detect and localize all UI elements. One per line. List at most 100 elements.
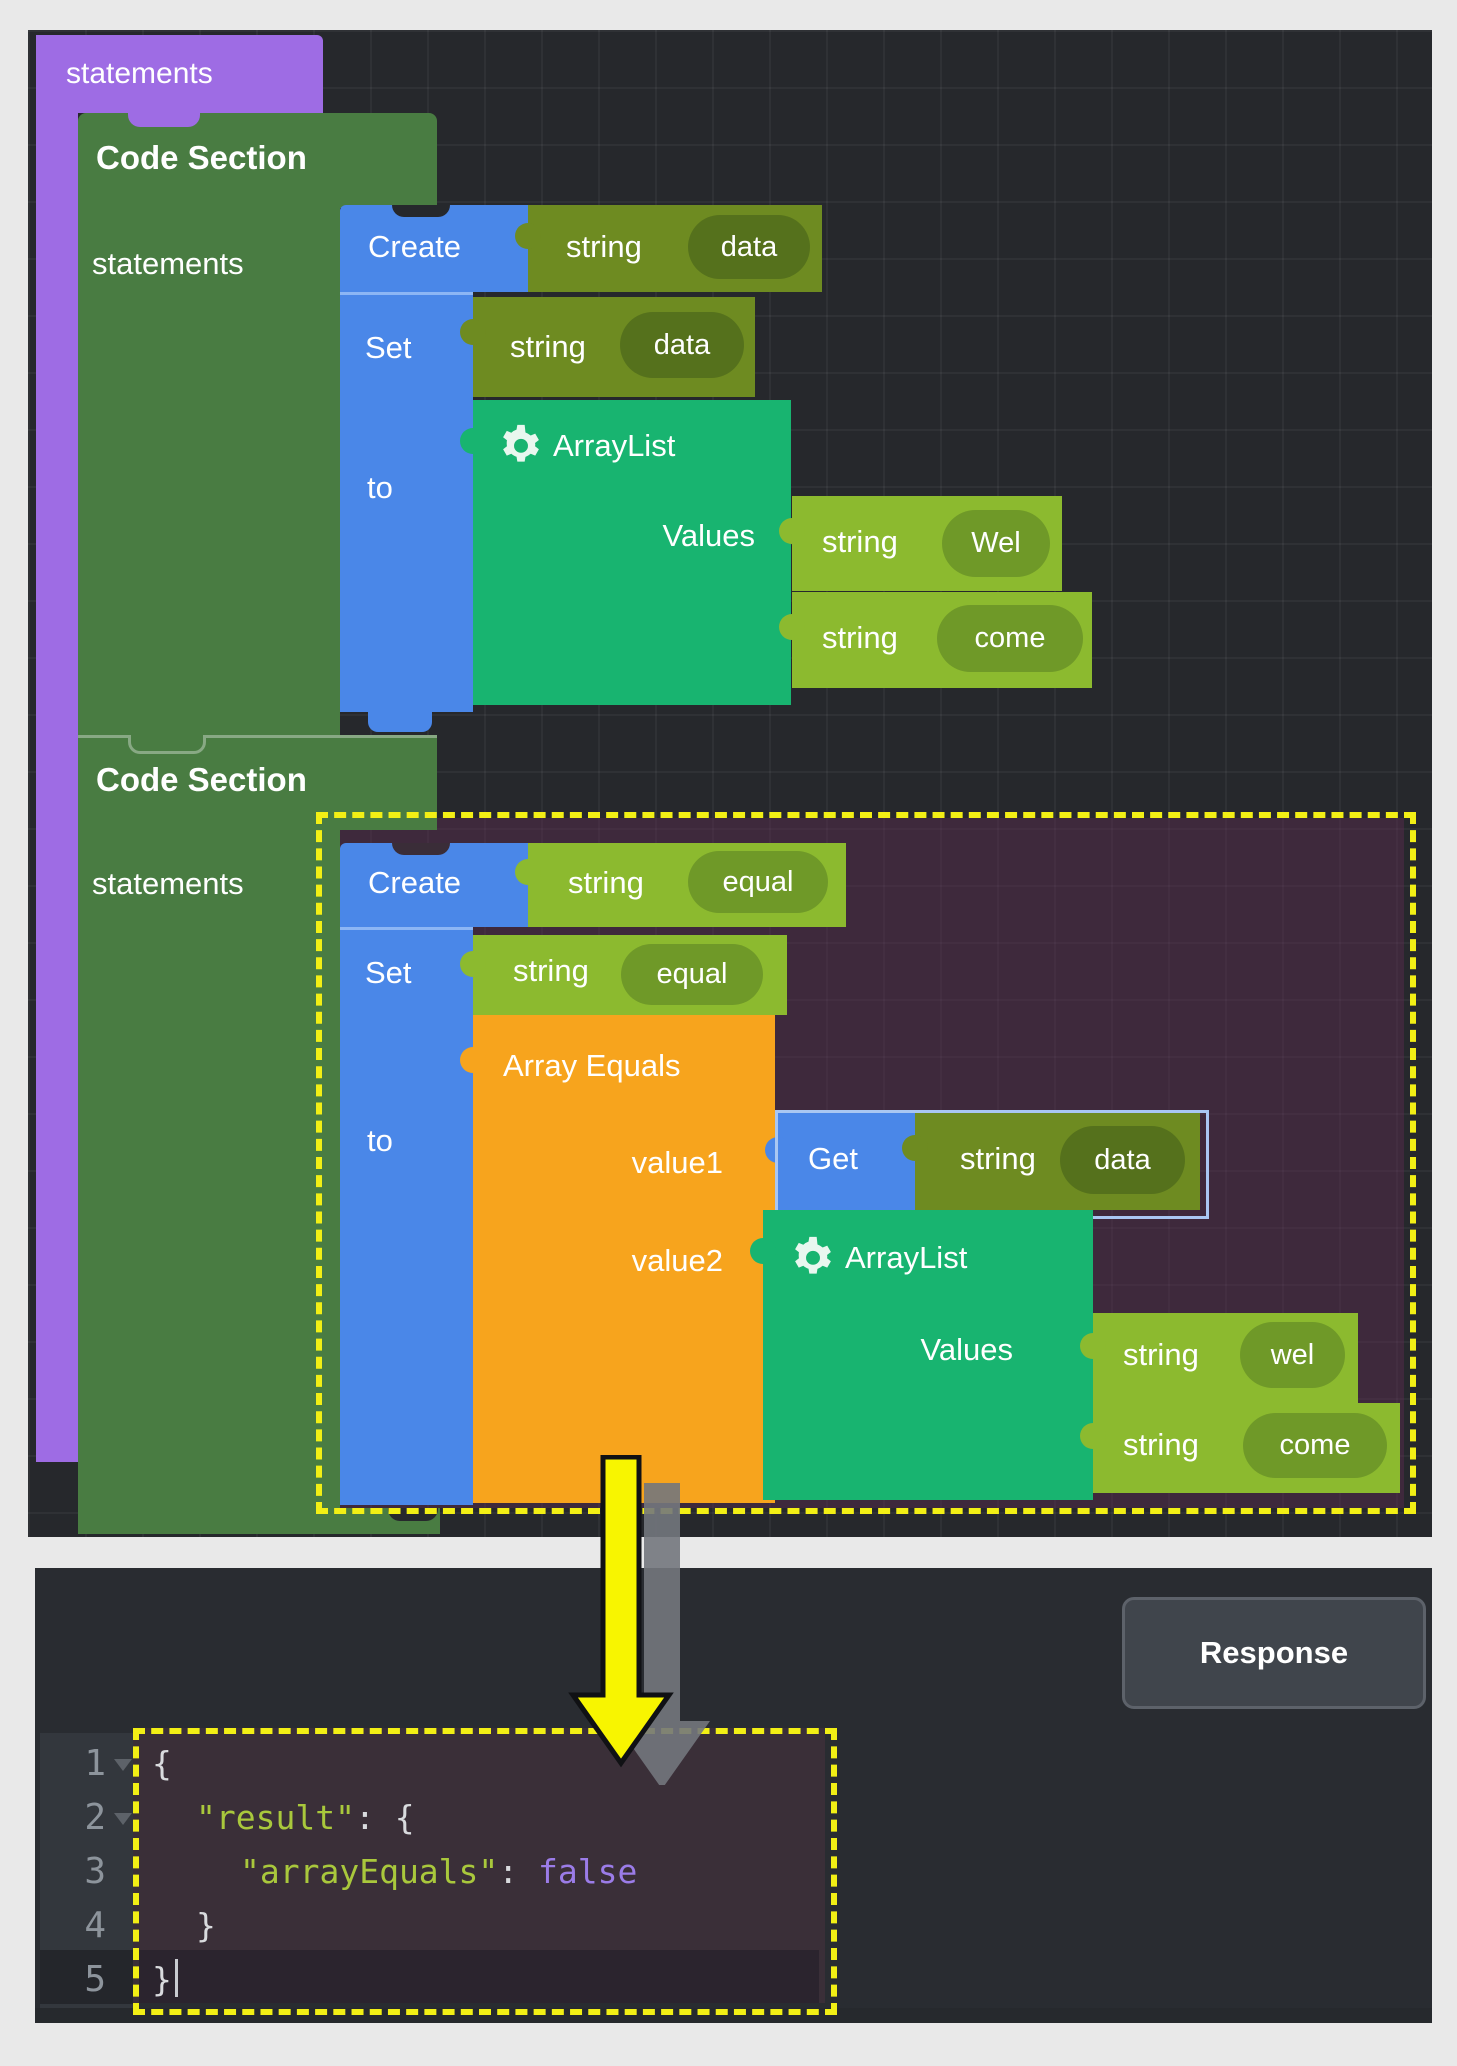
code-line-2[interactable]: 2"result": {	[0, 1791, 1457, 1845]
active-line-gutter-band	[40, 1950, 134, 2004]
code-section-1-statements-label: statements	[92, 246, 244, 281]
s2-item-1-knob	[1080, 1333, 1106, 1359]
s1-set-bottom-tab	[368, 712, 432, 732]
fold-caret-icon[interactable]	[114, 1813, 132, 1825]
s2-create-name-value: equal	[722, 865, 794, 898]
s2-get-name-field[interactable]: data	[1060, 1126, 1185, 1194]
code-section-2-header[interactable]: Code Section	[78, 735, 437, 830]
s1-create-label: Create	[368, 229, 462, 264]
s2-values-label: Values	[920, 1332, 1014, 1367]
annotation-arrow-down	[568, 1455, 710, 1785]
s2-array-equals-knob	[460, 1047, 486, 1073]
s1-set-label: Set	[365, 330, 412, 365]
response-tab-label: Response	[1199, 1635, 1349, 1670]
code-line-1[interactable]: 1{	[0, 1737, 1457, 1791]
code-section-2-bottom-notch	[388, 1508, 438, 1521]
s2-set-block[interactable]: Set to	[340, 927, 473, 1505]
statements-wrapper-label: statements	[66, 57, 213, 90]
s1-item-2-block[interactable]: string come	[779, 592, 1092, 688]
s2-create-notch	[392, 843, 450, 855]
s1-item-2-knob	[779, 614, 805, 640]
s1-item-1-type: string	[822, 524, 898, 559]
code-section-1-body[interactable]: statements	[78, 208, 340, 735]
s2-get-name-value: data	[1094, 1143, 1151, 1176]
editor-bottom-strip	[35, 2008, 1432, 2023]
s2-set-name-value: equal	[656, 958, 728, 990]
code-section-2-top-notch	[128, 735, 206, 754]
s2-set-name-field[interactable]: equal	[621, 944, 763, 1005]
s1-create-name-field[interactable]: data	[688, 215, 810, 279]
s2-get-label: Get	[808, 1141, 858, 1176]
line-number: 1	[84, 1743, 106, 1784]
s1-create-string-type: string	[566, 229, 642, 264]
active-line-band	[139, 1950, 819, 2003]
line-number: 4	[84, 1905, 106, 1946]
s1-values-label: Values	[662, 518, 756, 553]
s2-arraylist-gear-icon[interactable]	[791, 1236, 835, 1280]
s1-set-string-knob	[460, 319, 486, 345]
text-cursor	[174, 1959, 178, 1997]
code-line-5[interactable]: 5}	[0, 1953, 1457, 2007]
s2-array-equals-block[interactable]: Array Equals value1 value2	[460, 1015, 775, 1503]
s2-set-string-knob	[460, 951, 486, 977]
s2-create-label: Create	[368, 865, 462, 900]
s1-item-2-value: come	[974, 622, 1046, 654]
s1-set-name-field[interactable]: data	[620, 312, 744, 378]
response-tab-button[interactable]: Response	[1122, 1597, 1426, 1709]
s2-get-knob	[765, 1137, 791, 1163]
s2-arraylist-label: ArrayList	[845, 1240, 968, 1275]
code-line-4[interactable]: 4}	[0, 1899, 1457, 1953]
s1-arraylist-block[interactable]: ArrayList Values	[460, 400, 791, 705]
s1-arraylist-gear-icon[interactable]	[499, 424, 543, 468]
s2-set-string-type: string	[513, 953, 589, 988]
s1-create-string-knob	[515, 223, 541, 249]
s2-item-2-field[interactable]: come	[1243, 1413, 1387, 1478]
s2-arraylist-knob	[750, 1238, 776, 1264]
s2-item-1-block[interactable]: string wel	[1080, 1313, 1358, 1403]
statements-wrapper-spine[interactable]	[36, 35, 78, 1462]
code-section-1-top-notch	[128, 113, 200, 127]
s2-item-2-type: string	[1123, 1427, 1199, 1462]
s2-item-1-type: string	[1123, 1337, 1199, 1372]
code-section-1-title: Code Section	[96, 139, 307, 176]
s2-item-2-knob	[1080, 1423, 1106, 1449]
code-section-2-body[interactable]: statements	[78, 830, 340, 1510]
s2-value2-label: value2	[631, 1243, 723, 1278]
s1-create-string-block[interactable]: string data	[515, 205, 822, 292]
fold-caret-icon[interactable]	[114, 1759, 132, 1771]
s2-item-1-field[interactable]: wel	[1240, 1322, 1345, 1388]
s1-item-1-block[interactable]: string Wel	[779, 496, 1062, 591]
code-line-3[interactable]: 3"arrayEquals": false	[0, 1845, 1457, 1899]
s1-item-1-value: Wel	[971, 527, 1021, 559]
s2-create-string-type: string	[568, 865, 644, 900]
s2-get-block[interactable]: Get	[765, 1113, 915, 1210]
line-number: 2	[84, 1797, 106, 1838]
s2-create-block[interactable]: Create	[340, 843, 530, 927]
s1-set-string-block[interactable]: string data	[460, 297, 755, 397]
s1-create-block[interactable]: Create	[340, 205, 530, 292]
s1-item-1-knob	[779, 518, 805, 544]
s2-get-string-block[interactable]: string data	[902, 1113, 1200, 1210]
s2-item-2-block[interactable]: string come	[1080, 1403, 1400, 1493]
s2-arraylist-block[interactable]: ArrayList Values	[750, 1210, 1093, 1500]
line-number: 5	[84, 1959, 106, 2000]
s1-set-string-type: string	[510, 329, 586, 364]
code-text: }	[196, 1906, 216, 1945]
line-number: 3	[84, 1851, 106, 1892]
s2-create-string-block[interactable]: string equal	[515, 843, 846, 927]
s1-create-notch	[392, 205, 450, 217]
code-section-2-title: Code Section	[96, 761, 307, 798]
s2-set-string-block[interactable]: string equal	[460, 935, 787, 1015]
s1-item-2-field[interactable]: come	[937, 605, 1083, 672]
s2-create-name-field[interactable]: equal	[688, 851, 828, 913]
statements-wrapper-block[interactable]: statements	[36, 35, 323, 113]
code-text: {	[152, 1744, 172, 1783]
s1-set-block[interactable]: Set to	[340, 292, 473, 712]
s1-to-label: to	[367, 470, 393, 505]
s1-create-name-value: data	[720, 230, 778, 263]
s1-item-1-field[interactable]: Wel	[942, 510, 1050, 577]
code-text: }	[152, 1953, 178, 2007]
code-section-1-header[interactable]: Code Section	[78, 113, 437, 208]
s2-get-string-knob	[902, 1135, 928, 1161]
s2-to-label: to	[367, 1123, 393, 1158]
